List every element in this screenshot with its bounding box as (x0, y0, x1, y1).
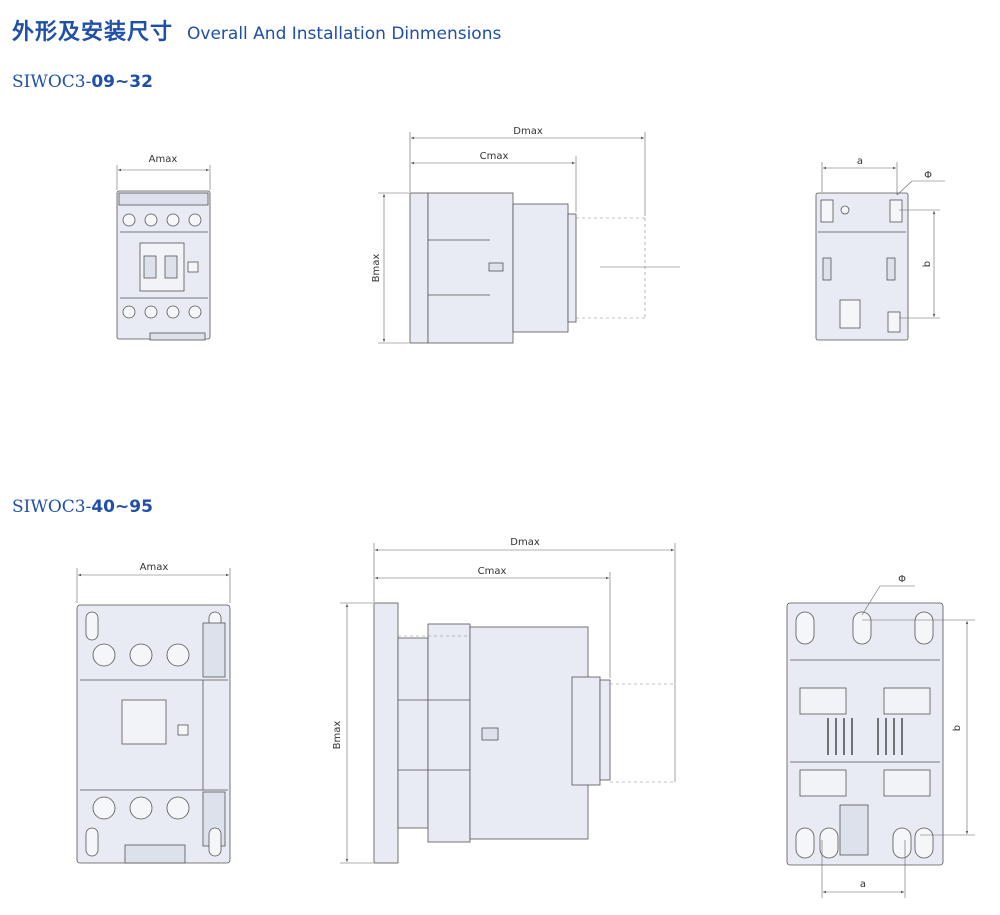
label-phi: Φ (898, 574, 906, 585)
dimension-amax-large (76, 568, 231, 603)
label-dmax: Dmax (510, 537, 540, 548)
label-bmax: Bmax (371, 254, 382, 283)
label-dmax: Dmax (513, 126, 543, 137)
front-view-large (76, 604, 231, 864)
model-heading-small: SIWOC3-09~32 (12, 72, 153, 92)
label-phi: Φ (924, 170, 932, 181)
model-range: 40~95 (91, 497, 153, 517)
label-bmax: Bmax (332, 721, 343, 750)
rear-view-small (815, 192, 909, 341)
side-view-large-hidden-lines (398, 635, 675, 783)
dimension-b-small (896, 180, 945, 319)
label-cmax: Cmax (478, 566, 507, 577)
page-header: 外形及安装尺寸 Overall And Installation Dinmens… (12, 14, 501, 54)
dimension-bmax-small (378, 192, 409, 344)
rear-view-large-slots (827, 718, 903, 755)
label-b: b (922, 261, 933, 267)
model-range: 09~32 (91, 72, 153, 92)
front-view-small (116, 190, 211, 341)
side-view-small (409, 192, 577, 344)
dimension-a-small (821, 162, 898, 195)
dimension-cmax-large (375, 572, 611, 678)
dimension-b-large (861, 585, 975, 836)
label-cmax: Cmax (480, 151, 509, 162)
side-view-small-hidden-lines (576, 217, 646, 319)
model-prefix: SIWOC3- (12, 497, 92, 517)
label-a: a (860, 879, 866, 890)
dimension-dmax-small (409, 132, 646, 216)
page-title-chinese: 外形及安装尺寸 (12, 20, 174, 45)
page-title-english: Overall And Installation Dinmensions (187, 24, 502, 44)
model-prefix: SIWOC3- (12, 72, 92, 92)
label-b: b (952, 725, 963, 731)
dimension-amax-small (116, 165, 211, 190)
dimension-cmax-small (411, 156, 577, 212)
dimension-bmax-large (340, 602, 373, 864)
label-amax: Amax (149, 154, 178, 165)
side-view-large (373, 602, 611, 864)
dimension-a-large (821, 840, 906, 898)
label-a: a (857, 156, 863, 167)
label-amax: Amax (140, 562, 169, 573)
dimension-dmax-large (373, 543, 676, 782)
rear-view-large (786, 602, 944, 866)
model-heading-large: SIWOC3-40~95 (12, 497, 153, 517)
